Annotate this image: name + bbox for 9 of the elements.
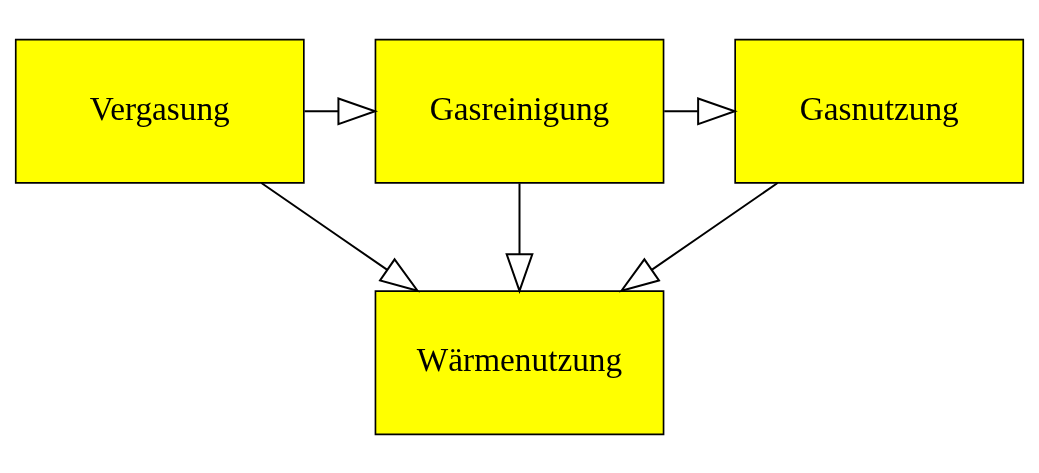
arrow	[505, 181, 534, 294]
arrow	[303, 96, 379, 125]
node-box: Gasnutzung	[734, 38, 1025, 184]
node-box: Wärmenutzung	[374, 289, 665, 435]
arrow	[260, 181, 420, 292]
arrow	[663, 96, 738, 125]
arrow	[619, 181, 779, 292]
node-box: Vergasung	[14, 38, 305, 184]
node-box: Gasreinigung	[374, 38, 665, 184]
